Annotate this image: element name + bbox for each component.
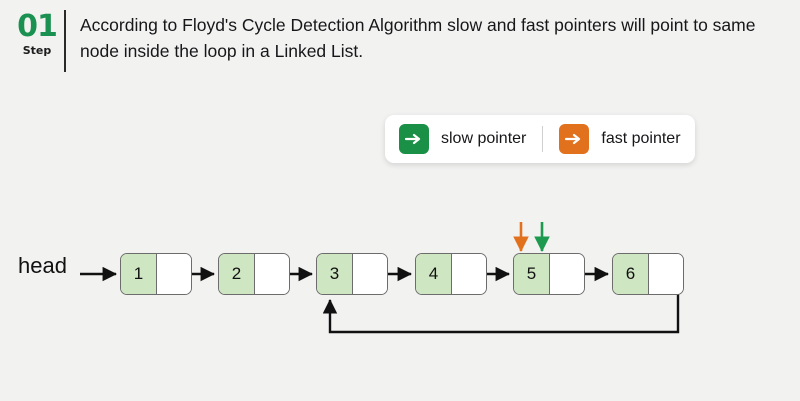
node-value: 6 — [613, 254, 649, 294]
fast-pointer-label: fast pointer — [601, 130, 681, 147]
fast-pointer-badge — [559, 124, 590, 154]
node-pointer-cell — [550, 254, 584, 294]
list-node-5[interactable]: 5 — [513, 253, 585, 295]
node-value: 2 — [219, 254, 255, 294]
legend-item-fast-pointer[interactable]: fast pointer — [559, 124, 681, 154]
list-node-1[interactable]: 1 — [120, 253, 192, 295]
list-node-2[interactable]: 2 — [218, 253, 290, 295]
step-header: 01 Step According to Floyd's Cycle Detec… — [0, 0, 800, 96]
node-pointer-cell — [255, 254, 289, 294]
arrow-right-icon — [405, 132, 423, 146]
slow-pointer-label: slow pointer — [441, 130, 527, 147]
slow-pointer-badge — [399, 124, 429, 154]
node-pointer-cell — [353, 254, 387, 294]
pointer-legend: slow pointer fast pointer — [385, 115, 695, 163]
node-value: 4 — [416, 254, 452, 294]
header-divider — [64, 10, 66, 72]
node-pointer-cell — [649, 254, 683, 294]
node-pointer-cell — [157, 254, 191, 294]
linked-list: head 1 2 3 4 5 6 — [0, 200, 800, 360]
legend-separator — [542, 126, 544, 152]
list-node-3[interactable]: 3 — [316, 253, 388, 295]
legend-item-slow-pointer[interactable]: slow pointer — [399, 124, 526, 154]
node-value: 3 — [317, 254, 353, 294]
step-word-label: Step — [22, 44, 52, 57]
list-node-4[interactable]: 4 — [415, 253, 487, 295]
node-pointer-cell — [452, 254, 486, 294]
arrow-right-icon — [565, 132, 583, 146]
list-node-6[interactable]: 6 — [612, 253, 684, 295]
node-value: 5 — [514, 254, 550, 294]
head-label: head — [18, 253, 67, 278]
step-description: According to Floyd's Cycle Detection Alg… — [80, 15, 756, 61]
step-badge: 01 Step — [0, 0, 62, 58]
node-value: 1 — [121, 254, 157, 294]
step-number: 01 — [17, 9, 58, 44]
